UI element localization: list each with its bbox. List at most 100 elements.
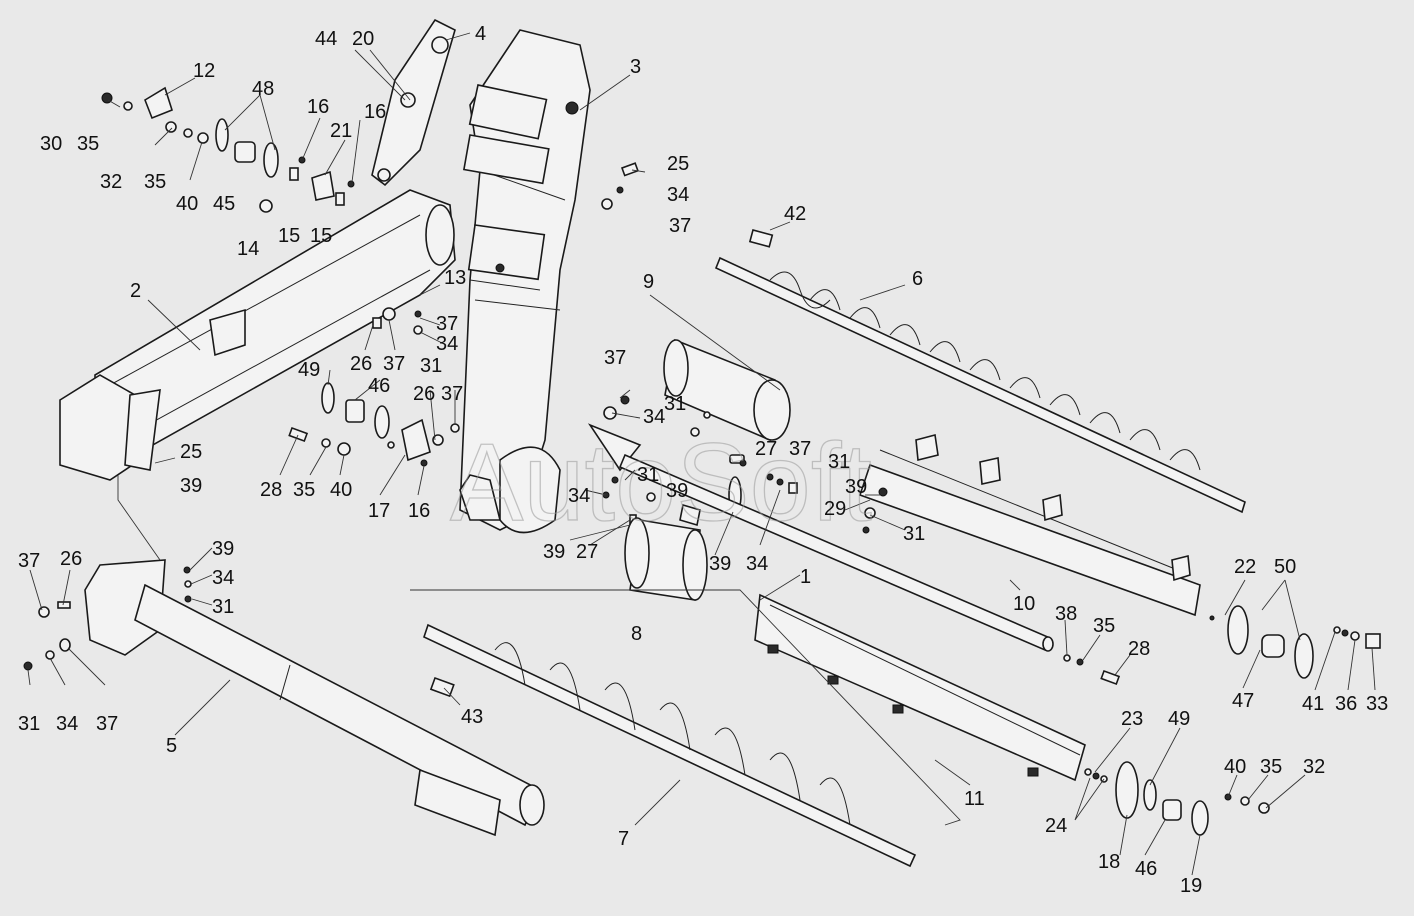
part-label: 39 — [666, 480, 688, 502]
part-label: 16 — [364, 101, 386, 123]
part-label: 12 — [193, 60, 215, 82]
part-label: 18 — [1098, 851, 1120, 873]
part-label: 31 — [212, 596, 234, 618]
part-label: 15 — [310, 225, 332, 247]
part-label: 39 — [180, 475, 202, 497]
part-label: 7 — [618, 828, 629, 850]
inclined-conveyor — [59, 189, 456, 481]
part-label: 30 — [40, 133, 62, 155]
part-label: 32 — [1303, 756, 1325, 778]
part-label: 31 — [637, 464, 659, 486]
part-label: 37 — [18, 550, 40, 572]
part-label: 14 — [237, 238, 259, 260]
trough-10 — [858, 433, 1201, 617]
part-label: 38 — [1055, 603, 1077, 625]
part-label: 47 — [1232, 690, 1254, 712]
part-label: 27 — [576, 541, 598, 563]
part-label: 25 — [180, 441, 202, 463]
part-label: 25 — [667, 153, 689, 175]
part-label: 23 — [1121, 708, 1143, 730]
part-label: 24 — [1045, 815, 1067, 837]
part-label: 39 — [709, 553, 731, 575]
part-label: 40 — [176, 193, 198, 215]
part-label: 46 — [368, 375, 390, 397]
part-label: 48 — [252, 78, 274, 100]
part-label: 42 — [784, 203, 806, 225]
part-label: 22 — [1234, 556, 1256, 578]
auger-6 — [714, 229, 1246, 514]
part-label: 10 — [1013, 593, 1035, 615]
tube-5 — [84, 559, 545, 837]
part-label: 16 — [408, 500, 430, 522]
part-label: 49 — [298, 359, 320, 381]
part-label: 27 — [755, 438, 777, 460]
part-label: 34 — [56, 713, 78, 735]
part-label: 40 — [330, 479, 352, 501]
part-label: 49 — [1168, 708, 1190, 730]
part-label: 34 — [746, 553, 768, 575]
part-label: 34 — [667, 184, 689, 206]
part-label: 34 — [568, 485, 590, 507]
part-label: 43 — [461, 706, 483, 728]
drive-plate — [371, 18, 456, 187]
elevator-housing — [459, 29, 591, 534]
part-label: 26 — [413, 383, 435, 405]
trough-11 — [754, 593, 1086, 782]
part-label: 1 — [800, 566, 811, 588]
part-label: 39 — [212, 538, 234, 560]
part-label: 31 — [420, 355, 442, 377]
right-end-hardware — [1063, 605, 1381, 836]
part-label: 35 — [77, 133, 99, 155]
part-label: 31 — [903, 523, 925, 545]
part-label: 28 — [1128, 638, 1150, 660]
part-label: 40 — [1224, 756, 1246, 778]
part-label: 35 — [1260, 756, 1282, 778]
part-label: 4 — [475, 23, 486, 45]
part-label: 37 — [96, 713, 118, 735]
part-label: 37 — [789, 438, 811, 460]
part-label: 37 — [436, 313, 458, 335]
part-label: 28 — [260, 479, 282, 501]
part-label: 31 — [664, 393, 686, 415]
part-label: 36 — [1335, 693, 1357, 715]
part-label: 8 — [631, 623, 642, 645]
part-label: 32 — [100, 171, 122, 193]
part-label: 33 — [1366, 693, 1388, 715]
part-label: 2 — [130, 280, 141, 302]
part-label: 29 — [824, 498, 846, 520]
part-label: 15 — [278, 225, 300, 247]
part-label: 50 — [1274, 556, 1296, 578]
part-label: 16 — [307, 96, 329, 118]
part-label: 6 — [912, 268, 923, 290]
part-label: 17 — [368, 500, 390, 522]
left-bottom-hardware — [23, 566, 192, 671]
part-label: 45 — [213, 193, 235, 215]
shaft-29 — [618, 453, 1054, 652]
part-label: 37 — [604, 347, 626, 369]
part-label: 39 — [543, 541, 565, 563]
part-label: 46 — [1135, 858, 1157, 880]
part-label: 20 — [352, 28, 374, 50]
part-label: 35 — [144, 171, 166, 193]
part-label: 9 — [643, 271, 654, 293]
part-label: 34 — [643, 406, 665, 428]
auger-7 — [423, 623, 917, 868]
part-label: 37 — [441, 383, 463, 405]
part-label: 44 — [315, 28, 337, 50]
left-hardware — [101, 86, 355, 213]
part-label: 21 — [330, 120, 352, 142]
part-label: 31 — [828, 451, 850, 473]
sleeve-8 — [624, 503, 708, 601]
part-label: 34 — [436, 333, 458, 355]
part-label: 19 — [1180, 875, 1202, 897]
part-label: 26 — [350, 353, 372, 375]
leader-lines — [27, 32, 1376, 876]
part-label: 13 — [444, 267, 466, 289]
part-label: 11 — [964, 788, 985, 810]
part-label: 31 — [18, 713, 40, 735]
watermark: AutoSoft — [450, 421, 872, 544]
part-label: 35 — [1093, 615, 1115, 637]
cylinder-9 — [663, 338, 791, 442]
part-label: 35 — [293, 479, 315, 501]
